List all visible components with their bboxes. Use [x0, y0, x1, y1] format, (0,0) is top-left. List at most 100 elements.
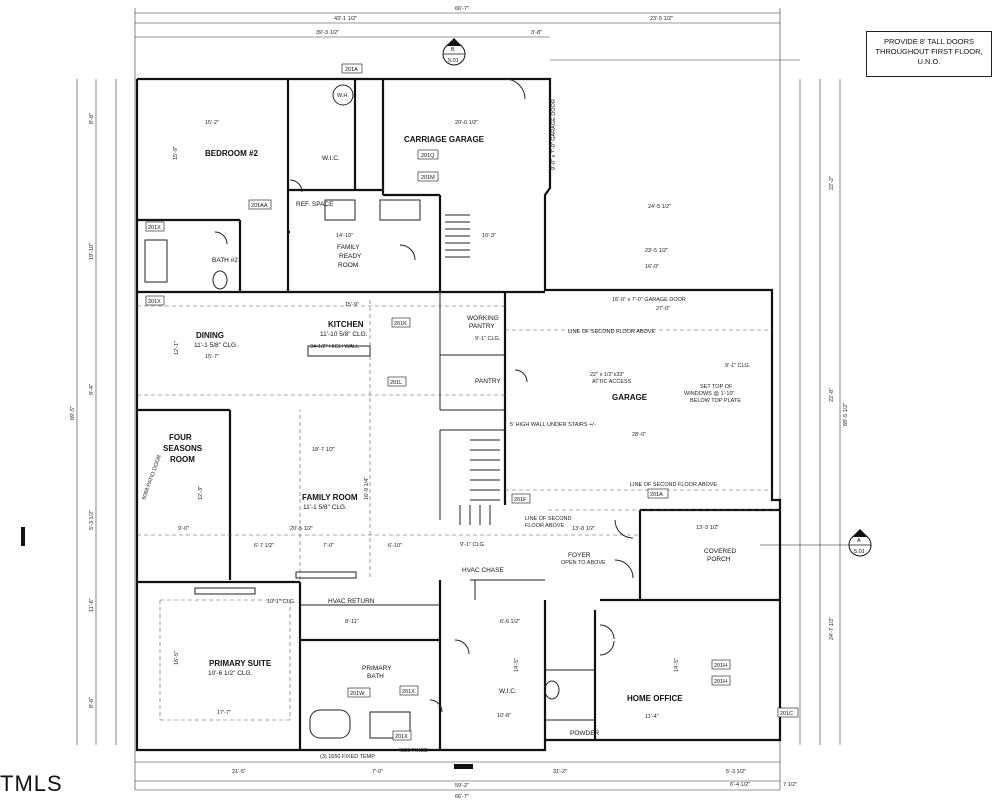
fireplace [194, 587, 256, 595]
dim-misc-8: 6'-7 1/2" [254, 543, 274, 549]
room-wic-2: W.I.C. [499, 688, 517, 695]
room-wic: W.I.C. [322, 155, 340, 162]
tag: 201W [350, 691, 365, 697]
room-family-ready-3: ROOM [338, 262, 358, 269]
section-mark-a-letter: A [857, 538, 861, 544]
water-heater [332, 84, 354, 106]
room-bedroom-2: BEDROOM #2 [205, 149, 258, 158]
dim-top-total: 66'-7" [455, 6, 469, 12]
room-kitchen: KITCHEN [328, 320, 364, 329]
room-family-ready-1: FAMILY [337, 244, 360, 251]
doors-note-line-3: U.N.O. [917, 57, 941, 66]
tag: 201A [650, 492, 663, 498]
dim-bottom-c: 31'-2" [553, 769, 567, 775]
section-mark-a-sheet: 5.01 [854, 549, 865, 555]
tag: 201X [148, 225, 161, 231]
dim-garage-d: 28'-0" [632, 432, 646, 438]
dim-bottom-total: 59'-2" [455, 783, 469, 789]
dim-ready-w: 14'-10" [336, 233, 353, 239]
side-mark [21, 527, 25, 546]
annotation-foyer-clg: 9'-1" CLG. [460, 542, 486, 548]
room-pantry: PANTRY [475, 378, 501, 385]
room-dining: DINING [196, 331, 224, 340]
garage-door-label: 16'-0" x 7'-0" GARAGE DOOR [612, 297, 686, 303]
dim-left-f: 8'-8" [89, 113, 95, 124]
room-family-room: FAMILY ROOM [302, 493, 358, 502]
room-primary-suite-clg: 10'-6 1/2" CLG. [208, 670, 253, 677]
section-mark-b-sheet: 5.01 [448, 58, 459, 64]
annotation-second-floor-1: LINE OF SECOND FLOOR ABOVE [568, 329, 655, 335]
dim-bottom-total2: 66'-7" [455, 794, 469, 800]
room-ref-space: REF. SPACE [296, 201, 334, 208]
dim-top-right: 23'-5 1/2" [650, 16, 673, 22]
dim-misc-9: 8'-11" [345, 619, 359, 625]
dim-top-sub: 39'-3 1/2" [316, 30, 339, 36]
tag: 201M [421, 175, 435, 181]
annotation-suite-clg2: 10'-1" CLG. [267, 599, 296, 605]
dim-misc-6: 6'-10" [388, 543, 402, 549]
annotation-patio-door: 6068 PATIO DOOR [141, 454, 163, 501]
dim-office-h: 14'-5" [674, 658, 680, 672]
room-primary-suite: PRIMARY SUITE [209, 659, 272, 668]
room-foyer-sub: OPEN TO ABOVE [561, 560, 606, 566]
dim-foyer-w: 13'-8 1/2" [572, 526, 595, 532]
room-four-seasons-3: ROOM [170, 455, 195, 464]
dim-left-d: 11'-6" [89, 598, 95, 612]
tag: 201H [714, 663, 727, 669]
dim-bottom-a: 21'-5" [232, 769, 246, 775]
dim-misc-7: 7'-0" [323, 543, 334, 549]
doors-note-line-1: PROVIDE 8' TALL DOORS [883, 37, 975, 46]
tag: 201X [402, 689, 415, 695]
dim-misc-11: 9'-1" CLG. [475, 336, 501, 342]
annotation-attic-1: 22" x 1/2"x33" [590, 372, 624, 378]
room-four-seasons-1: FOUR [169, 433, 192, 442]
annotation-windows-2: WINDOWS @ 1'-10" [684, 391, 734, 397]
tag: 201K [394, 321, 407, 327]
room-family-ready-2: READY [339, 253, 362, 260]
room-four-seasons-2: SEASONS [163, 444, 203, 453]
doors-note-line-2: THROUGHOUT FIRST FLOOR, [875, 47, 983, 56]
dim-left-e: 8'-6" [89, 697, 95, 708]
dim-family-h: 16'-9 1/4" [364, 477, 370, 500]
dim-top-left: 43'-1 1/2" [334, 16, 357, 22]
dim-four-h: 12'-3" [198, 486, 204, 500]
room-family-room-clg: 11'-1 5/8" CLG. [303, 504, 347, 511]
tag: 201X [395, 734, 408, 740]
dim-misc-1: 24'-5 1/2" [648, 204, 671, 210]
tub [309, 709, 351, 739]
annotation-attic-2: ATTIC ACCESS [592, 379, 632, 385]
room-wh: W.H. [337, 93, 349, 99]
dim-left-a: 19'-10" [89, 243, 95, 260]
dim-bottom-f: 7 1/2" [783, 782, 797, 788]
toilet [212, 270, 228, 290]
dim-garage-w: 20'-0 1/2" [455, 120, 478, 126]
tag: 201F [514, 497, 527, 503]
tag: 201H [714, 679, 727, 685]
room-primary-bath-2: BATH [367, 673, 384, 680]
dim-top-sub2: 3'-8" [531, 30, 542, 36]
dim-family-w: 18'-7 1/2" [312, 447, 335, 453]
tag: 201A [345, 67, 358, 73]
dim-right-c: 24'-7 1/2" [829, 617, 835, 640]
dim-bedroom-w: 15'-2" [205, 120, 219, 126]
room-kitchen-clg: 11'-10 5/8" CLG. [320, 331, 368, 338]
dim-left-b: 9'-4" [89, 384, 95, 395]
room-foyer: FOYER [568, 552, 591, 559]
annotation-windows-1: SET TOP OF [700, 384, 733, 390]
dim-garage-w2: 27'-0" [656, 306, 670, 312]
annotation-wall-under-stairs: 5' HIGH WALL UNDER STAIRS +/- [510, 422, 596, 428]
tag: 201L [390, 380, 402, 386]
dim-right-a: 22'-2" [829, 176, 835, 190]
sink [324, 199, 356, 221]
annotation-windows-3: BELOW TOP PLATE [690, 398, 741, 404]
dim-suite-h: 16'-5" [174, 651, 180, 665]
section-mark-b-letter: B [451, 47, 455, 53]
dim-right-b: 22'-8" [829, 388, 835, 402]
hearth [295, 571, 357, 579]
carriage-garage-door-label: 9'-0" x 7'-0" GARAGE DOOR [551, 99, 557, 170]
dim-wic-w: 10'-8" [497, 713, 511, 719]
tag: 201X [148, 299, 161, 305]
dim-right-total: 69'-5 1/2" [843, 403, 849, 426]
room-dining-clg: 11'-1 5/8" CLG. [194, 342, 238, 349]
dim-left-c: 5'-3 1/2" [89, 510, 95, 530]
